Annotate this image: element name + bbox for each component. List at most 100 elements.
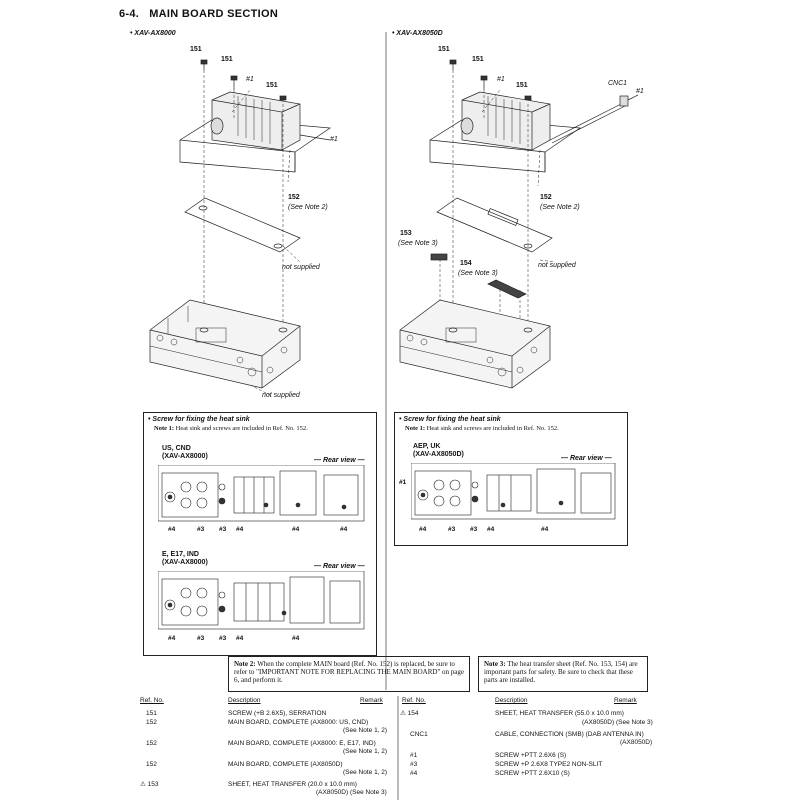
- sheet-153: [430, 253, 448, 261]
- part-desc: MAIN BOARD, COMPLETE (AX8000: US, CND): [228, 719, 369, 726]
- screw-label: #3: [219, 526, 227, 533]
- callout-153: 153: [400, 230, 412, 237]
- callout-152: 152: [540, 194, 552, 201]
- callout-154-note: (See Note 3): [458, 270, 498, 277]
- rear-view-label: — Rear view —: [314, 457, 365, 464]
- part-ref: 152: [146, 740, 157, 747]
- header-description: Description: [495, 697, 528, 704]
- callout-153-note: (See Note 3): [398, 240, 438, 247]
- panel-note: Note 1: Heat sink and screws are include…: [405, 425, 559, 432]
- screw-label: #4: [292, 635, 300, 642]
- part-desc: SCREW +PTT 2.6X10 (S): [495, 770, 570, 777]
- screw-label: #3: [197, 526, 205, 533]
- part-ref: #1: [410, 752, 418, 759]
- part-desc: SCREW (+B 2.6X5), SERRATION: [228, 710, 327, 717]
- callout-152-note: (See Note 2): [288, 204, 328, 211]
- screw-label: #4: [168, 526, 176, 533]
- part-ref: #3: [410, 761, 418, 768]
- note-3-box: Note 3: The heat transfer sheet (Ref. No…: [478, 656, 648, 692]
- not-supplied-label: not supplied: [282, 264, 320, 271]
- rear-view-diagram: [158, 571, 365, 630]
- part-desc: MAIN BOARD, COMPLETE (AX8050D): [228, 761, 343, 768]
- sheet-not-supplied-left: [184, 197, 301, 253]
- part-desc: MAIN BOARD, COMPLETE (AX8000: E, E17, IN…: [228, 740, 376, 747]
- part-remark: (See Note 1, 2): [343, 727, 388, 734]
- chassis-right: [399, 299, 551, 389]
- callout-152-note: (See Note 2): [540, 204, 580, 211]
- header-ref: Ref. No.: [402, 697, 426, 704]
- callout-screw-1: #1: [636, 88, 644, 95]
- callout-screw-1: #1: [330, 136, 338, 143]
- screw-label: #4: [292, 526, 300, 533]
- header-description: Description: [228, 697, 261, 704]
- heatsink-screw-panel-left: • Screw for fixing the heat sink Note 1:…: [143, 412, 377, 656]
- sheet-not-supplied-right: [436, 197, 553, 253]
- panel-title: • Screw for fixing the heat sink: [148, 416, 250, 423]
- part-ref: 152: [146, 761, 157, 768]
- screw-label: #3: [219, 635, 227, 642]
- callout-154: 154: [460, 260, 472, 267]
- callout-screw-1: #1: [497, 76, 505, 83]
- cable-cnc1: [549, 94, 639, 144]
- sheet-154: [487, 279, 527, 299]
- screw-label: #4: [236, 526, 244, 533]
- left-model-label: • XAV-AX8000: [130, 30, 176, 37]
- part-ref: #4: [410, 770, 418, 777]
- part-ref: 152: [146, 719, 157, 726]
- screw-label: #4: [236, 635, 244, 642]
- callout-151: 151: [190, 46, 202, 53]
- callout-151: 151: [221, 56, 233, 63]
- part-ref: ⚠ 153: [140, 781, 159, 788]
- part-ref: 151: [146, 710, 157, 717]
- part-desc: SCREW +P 2.6X8 TYPE2 NON-SLIT: [495, 761, 603, 768]
- header-remark: Remark: [614, 697, 637, 704]
- screw-label: #3: [197, 635, 205, 642]
- heatsink-screw-panel-right: • Screw for fixing the heat sink Note 1:…: [394, 412, 628, 546]
- part-desc: SHEET, HEAT TRANSFER (55.0 x 10.0 mm): [495, 710, 624, 717]
- part-ref: CNC1: [410, 731, 428, 738]
- callout-cnc1: CNC1: [608, 80, 628, 87]
- callout-151: 151: [266, 82, 278, 89]
- screw-label: #3: [470, 526, 478, 533]
- screw-label: #4: [541, 526, 549, 533]
- callout-151: 151: [438, 46, 450, 53]
- note-2-box: Note 2: When the complete MAIN board (Re…: [228, 656, 470, 692]
- header-remark: Remark: [360, 697, 383, 704]
- right-model-label: • XAV-AX8050D: [392, 30, 443, 37]
- rear-view-diagram: [411, 463, 616, 520]
- callout-screw-1: #1: [246, 76, 254, 83]
- part-remark: (See Note 1, 2): [343, 748, 388, 755]
- screw-label: #1: [399, 479, 407, 486]
- callout-151: 151: [516, 82, 528, 89]
- not-supplied-label: not supplied: [538, 262, 576, 269]
- callout-151: 151: [472, 56, 484, 63]
- screw-label: #4: [487, 526, 495, 533]
- part-desc: SCREW +PTT 2.6X6 (S): [495, 752, 567, 759]
- screw-151-left-a: [200, 59, 208, 70]
- callout-152: 152: [288, 194, 300, 201]
- screw-151-left-b: [230, 75, 238, 90]
- part-remark: (See Note 1, 2): [343, 769, 388, 776]
- chassis-left: [149, 299, 301, 389]
- screw-label: #4: [340, 526, 348, 533]
- part-ref: ⚠ 154: [400, 710, 419, 717]
- panel-title: • Screw for fixing the heat sink: [399, 416, 501, 423]
- rear-view-label: — Rear view —: [561, 455, 612, 462]
- rear-view-label: — Rear view —: [314, 563, 365, 570]
- region-label: E, E17, IND(XAV-AX8000): [162, 551, 208, 566]
- panel-note: Note 1: Heat sink and screws are include…: [154, 425, 308, 432]
- not-supplied-label: not supplied: [262, 392, 300, 399]
- screw-label: #4: [168, 635, 176, 642]
- part-remark: (AX8050D) (See Note 3): [582, 719, 653, 726]
- part-remark: (AX8050D): [620, 739, 653, 746]
- part-desc: SHEET, HEAT TRANSFER (20.0 x 10.0 mm): [228, 781, 357, 788]
- part-desc: CABLE, CONNECTION (SMB) (DAB ANTENNA IN): [495, 731, 644, 738]
- header-ref: Ref. No.: [140, 697, 164, 704]
- screw-label: #3: [448, 526, 456, 533]
- region-label: AEP, UK(XAV-AX8050D): [413, 443, 464, 458]
- rear-view-diagram: [158, 465, 365, 522]
- region-label: US, CND(XAV-AX8000): [162, 445, 208, 460]
- section-title: 6-4. MAIN BOARD SECTION: [119, 8, 279, 20]
